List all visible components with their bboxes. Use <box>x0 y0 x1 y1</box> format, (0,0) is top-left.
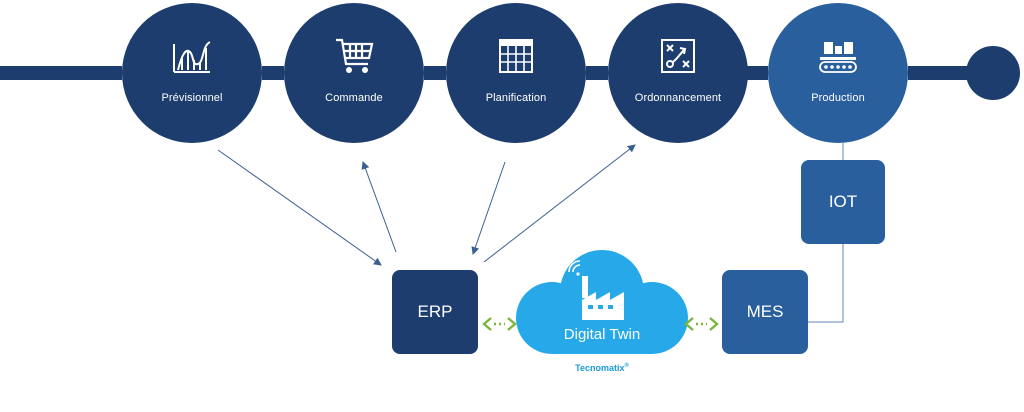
cloud-mes-sync-arrow <box>684 317 719 331</box>
step-label: Ordonnancement <box>634 92 722 104</box>
erp-box: ERP <box>392 270 478 354</box>
iot-box: IOT <box>801 160 885 244</box>
tecnomatix-caption: Tecnomatix® <box>548 363 656 373</box>
step-label: Production <box>811 92 865 104</box>
shopping-cart-icon <box>336 38 374 73</box>
digital-twin-label: Digital Twin <box>563 326 641 343</box>
arrow-previsionnel-to-erp <box>217 149 382 266</box>
timeline-connector-1 <box>262 66 284 80</box>
step-production: Production <box>768 3 908 143</box>
timeline-connector-4 <box>746 66 768 80</box>
step-planification: Planification <box>446 3 586 143</box>
calendar-grid-icon <box>499 39 533 73</box>
step-label: Commande <box>325 92 383 104</box>
erp-cloud-sync-arrow <box>482 317 517 331</box>
step-previsionnel: Prévisionnel <box>122 3 262 143</box>
strategy-board-icon <box>661 39 695 73</box>
arrow-erp-to-commande <box>361 161 397 253</box>
line-iot-to-mes <box>808 244 844 323</box>
timeline-track-right <box>908 66 978 80</box>
conveyor-belt-icon <box>819 42 857 73</box>
step-label: Prévisionnel <box>161 92 223 104</box>
arrow-erp-to-ordonnancement <box>483 144 636 263</box>
caption-text: Tecnomatix <box>575 363 625 373</box>
factory-wifi-icon <box>568 260 624 320</box>
step-ordonnancement: Ordonnancement <box>608 3 748 143</box>
timeline-end-dot <box>966 46 1020 100</box>
timeline-connector-3 <box>586 66 608 80</box>
roller-coaster-chart-icon <box>173 41 211 73</box>
digital-twin-cloud <box>516 250 688 354</box>
timeline-connector-2 <box>424 66 446 80</box>
arrow-planification-to-erp <box>471 161 506 255</box>
step-commande: Commande <box>284 3 424 143</box>
mes-box: MES <box>722 270 808 354</box>
registered-mark: ® <box>624 363 629 369</box>
step-label: Planification <box>485 92 547 104</box>
timeline-track-left <box>0 66 122 80</box>
